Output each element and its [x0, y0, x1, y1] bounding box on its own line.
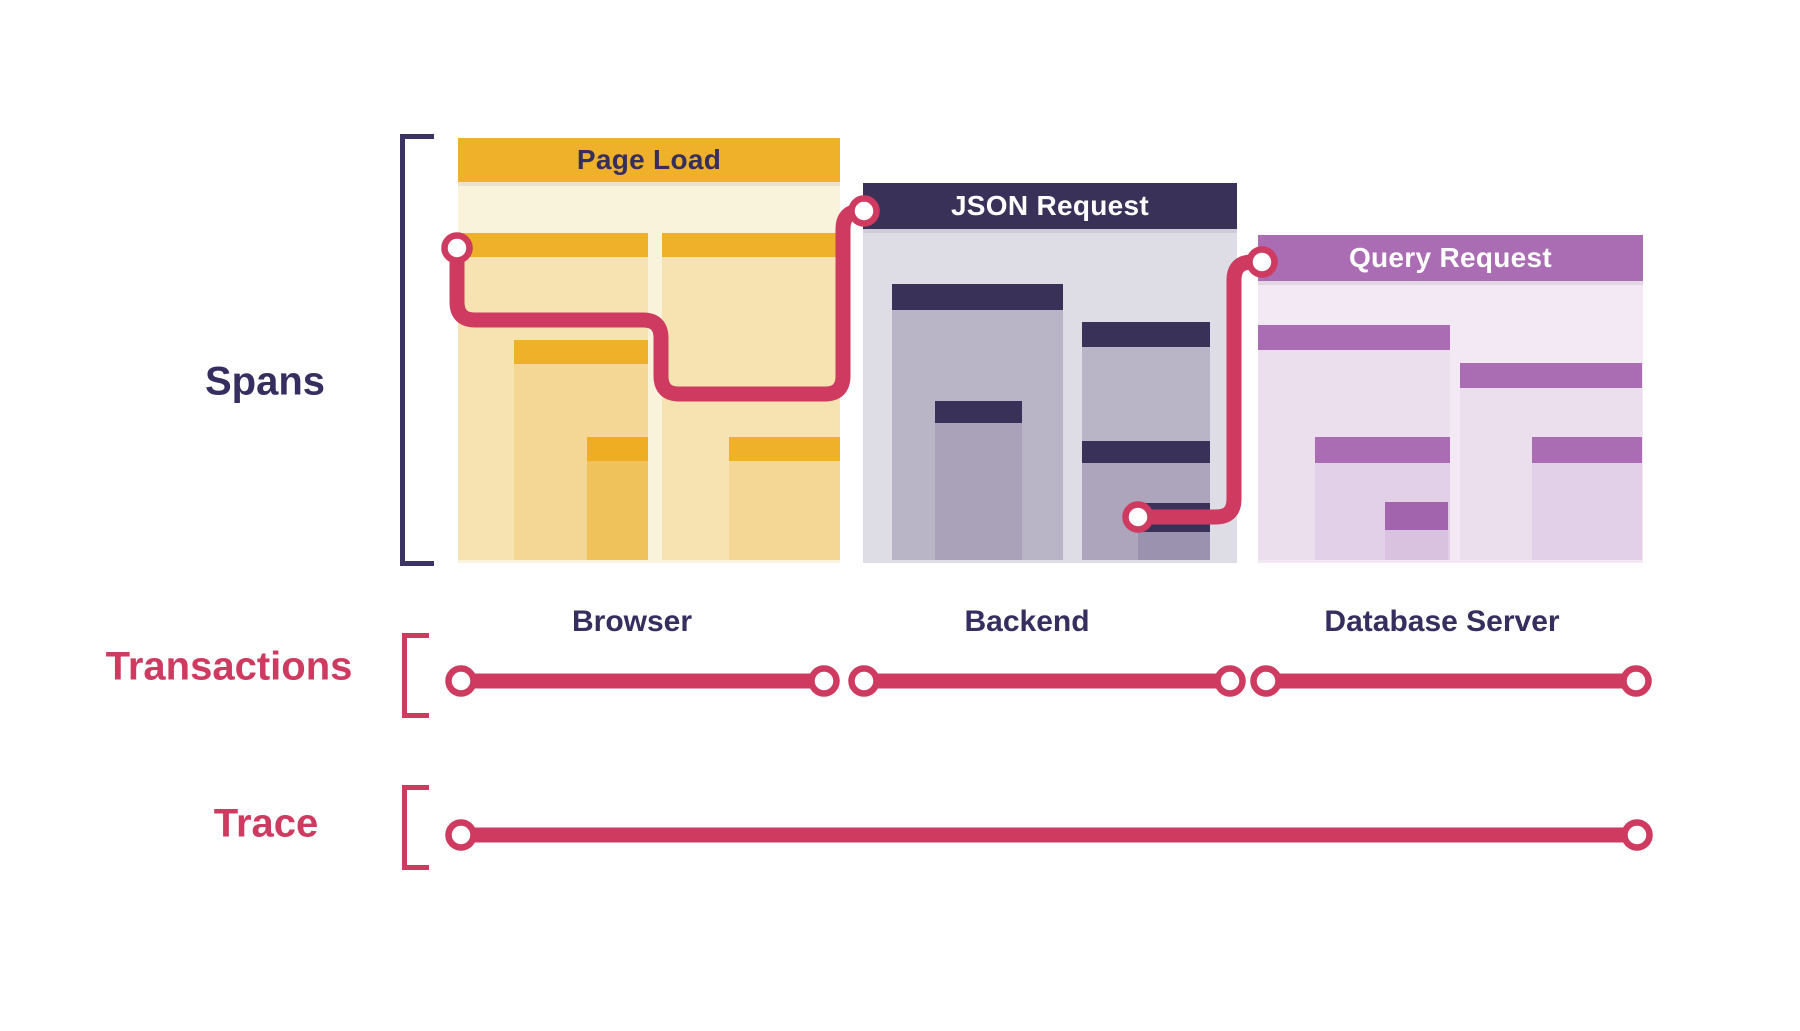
span-bar — [1532, 437, 1642, 463]
transaction-block-page-load: Page Load — [458, 138, 840, 563]
span-bar — [892, 284, 1063, 310]
trace-row-label: Trace — [213, 801, 319, 846]
marker-trace-start — [445, 819, 477, 851]
transactions-row-label: Transactions — [105, 644, 353, 689]
marker-txn-browser-start — [445, 665, 477, 697]
span-bar — [1532, 463, 1642, 560]
marker-txn-database-end — [1620, 665, 1652, 697]
spans-bracket — [400, 134, 434, 566]
marker-txn-backend-start — [848, 665, 880, 697]
span-bar — [1385, 502, 1448, 530]
host-label-browser: Browser — [571, 605, 693, 638]
span-bar — [1385, 530, 1448, 560]
query-request-title: Query Request — [1348, 242, 1553, 273]
span-bar — [1082, 322, 1210, 347]
host-label-backend: Backend — [964, 605, 1090, 638]
span-bar — [729, 437, 840, 461]
marker-trace-end — [1621, 819, 1653, 851]
spans-row-label: Spans — [204, 359, 326, 404]
span-bar — [729, 461, 840, 560]
span-bar — [1138, 503, 1210, 532]
marker-txn-browser-end — [808, 665, 840, 697]
span-bar — [935, 401, 1022, 423]
host-label-database-server: Database Server — [1324, 605, 1560, 638]
query-request-header-bar: Query Request — [1258, 235, 1643, 281]
json-request-header-bar: JSON Request — [863, 183, 1237, 229]
transactions-bracket — [402, 633, 429, 718]
span-bar — [1460, 363, 1642, 388]
span-bar — [935, 423, 1022, 560]
span-bar — [1138, 532, 1210, 560]
span-bar — [587, 437, 648, 461]
json-request-title: JSON Request — [950, 190, 1150, 221]
span-bar — [662, 233, 840, 257]
transaction-block-query-request: Query Request — [1258, 235, 1643, 563]
span-bar — [1082, 441, 1210, 463]
span-bar — [1258, 325, 1450, 350]
marker-txn-backend-end — [1214, 665, 1246, 697]
page-load-title: Page Load — [576, 144, 722, 175]
span-bar — [458, 233, 648, 257]
transaction-block-json-request: JSON Request — [863, 183, 1237, 563]
span-bar — [514, 340, 648, 364]
span-bar — [587, 461, 648, 560]
trace-bracket — [402, 785, 429, 870]
span-bar — [1315, 437, 1450, 463]
marker-txn-database-start — [1250, 665, 1282, 697]
page-load-header-bar: Page Load — [458, 138, 840, 182]
